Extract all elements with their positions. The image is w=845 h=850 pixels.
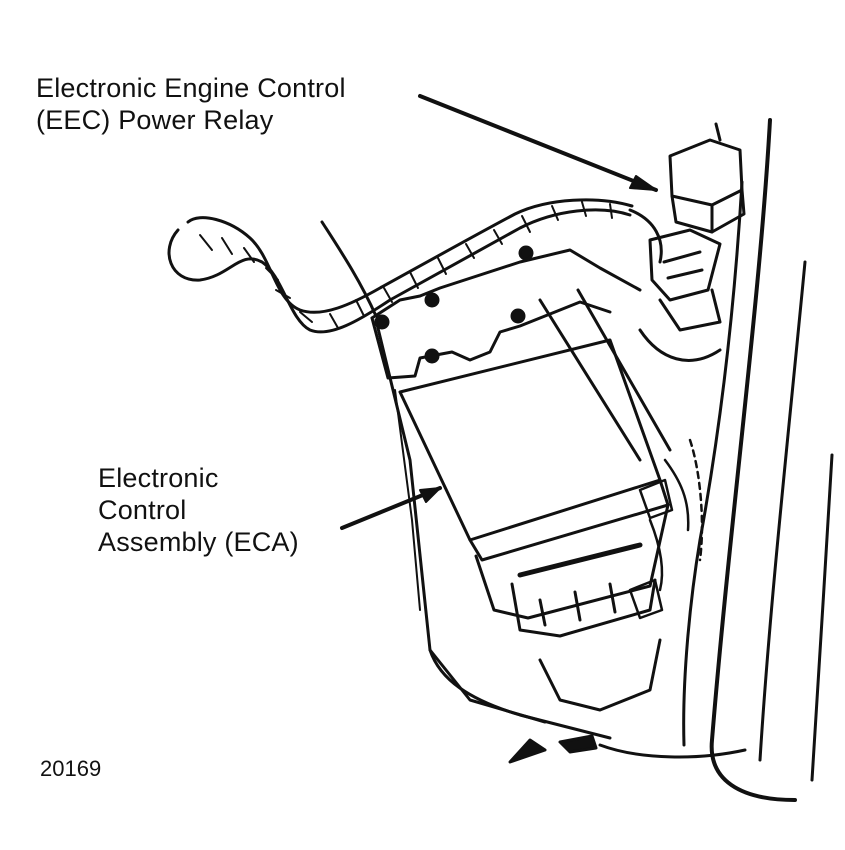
eec-power-relay <box>638 122 746 362</box>
wiring-harness <box>167 198 663 334</box>
eca-callout-line2: Control <box>98 495 187 525</box>
eca-connector <box>628 438 704 620</box>
relay-callout: Electronic Engine Control (EEC) Power Re… <box>36 72 346 136</box>
eca-callout-line1: Electronic <box>98 463 219 493</box>
relay-leader-line <box>418 94 658 192</box>
eca-module <box>398 288 672 712</box>
relay-leader-arrow <box>629 175 657 191</box>
relay-callout-line1: Electronic Engine Control <box>36 73 346 103</box>
relay-callout-line2: (EEC) Power Relay <box>36 105 274 135</box>
mounting-bracket <box>370 245 642 380</box>
figure-id: 20169 <box>40 756 102 781</box>
eca-callout-line3: Assembly (ECA) <box>98 527 299 557</box>
floor-detail <box>508 734 598 764</box>
body-panel <box>598 118 834 802</box>
leader-lines <box>340 94 658 530</box>
eca-callout: Electronic Control Assembly (ECA) <box>98 462 299 558</box>
eca-leader-arrow <box>419 487 441 503</box>
kick-panel <box>320 220 612 740</box>
